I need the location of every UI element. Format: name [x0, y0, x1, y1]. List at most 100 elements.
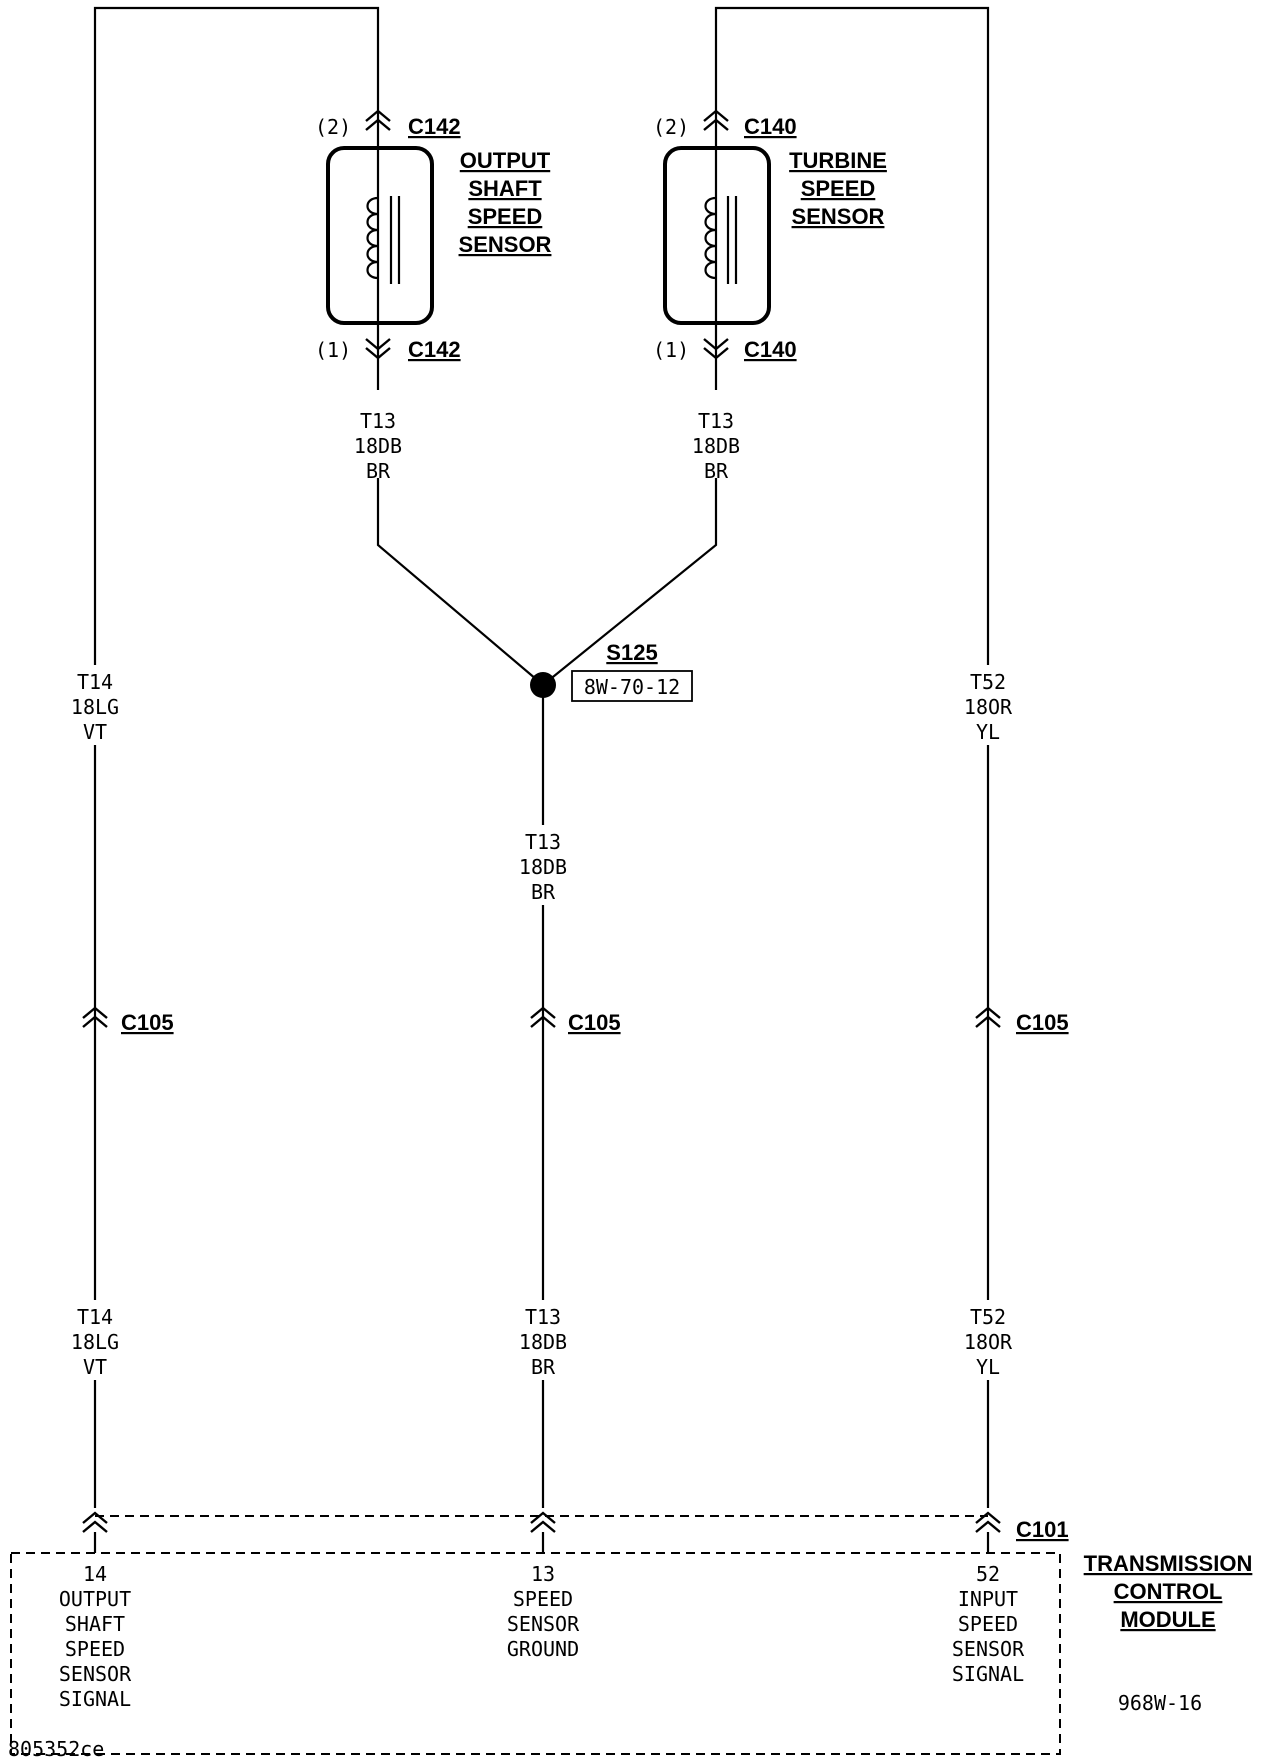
wire-label-line: T13 [360, 409, 396, 433]
image-code: 805352ce [8, 1737, 104, 1761]
wire-label-line: YL [976, 1355, 1000, 1379]
c105-left-label[interactable]: C105 [121, 1010, 174, 1035]
wire-label-t52-lower: T52 18OR YL [964, 1305, 1013, 1379]
splice-ref-label[interactable]: 8W-70-12 [584, 675, 680, 699]
wire-label-line: BR [704, 459, 729, 483]
wire-t14 [93, 6, 380, 1508]
module-name-line: MODULE [1120, 1607, 1215, 1632]
wire-label-line: 18OR [964, 1330, 1013, 1354]
wire-label-line: T52 [970, 670, 1006, 694]
c142-bottom-label[interactable]: C142 [408, 337, 461, 362]
wire-label-t14-upper: T14 18LG VT [71, 670, 119, 744]
module-name-line: TRANSMISSION [1084, 1551, 1253, 1576]
wire-label-line: 18OR [964, 695, 1013, 719]
sensor-name-line: SENSOR [459, 232, 552, 257]
wire-label-line: 18DB [692, 434, 740, 458]
wire-label-t13-turbine: T13 18DB BR [692, 409, 740, 483]
turbine-sensor-name: TURBINE SPEED SENSOR [789, 148, 887, 229]
wire-t52 [714, 6, 990, 1508]
coil-icon [366, 196, 379, 280]
wire-label-line: T14 [77, 670, 113, 694]
connector-c105-left-icon [82, 1006, 108, 1028]
tcm-name: TRANSMISSION CONTROL MODULE [1084, 1551, 1253, 1632]
wire-label-line: BR [531, 880, 556, 904]
c101-label[interactable]: C101 [1016, 1517, 1069, 1542]
wire-label-line: 18DB [519, 855, 567, 879]
wire-label-line: 18LG [71, 1330, 119, 1354]
wire-label-line: T13 [525, 1305, 561, 1329]
pin-desc-line: SPEED [513, 1587, 573, 1611]
sensor-name-line: SPEED [468, 204, 543, 229]
sensor-name-line: SPEED [801, 176, 876, 201]
tcm-pin-13: 13 SPEED SENSOR GROUND [507, 1562, 580, 1661]
splice-s125-label[interactable]: S125 [606, 640, 657, 665]
page-code: 968W-16 [1118, 1691, 1202, 1715]
pin-desc-line: SENSOR [952, 1637, 1025, 1661]
sensor-name-line: SHAFT [468, 176, 542, 201]
wire-label-line: T13 [525, 830, 561, 854]
c142-pin2-label: (2) [315, 115, 351, 139]
wire-label-line: BR [366, 459, 391, 483]
pin-number: 13 [531, 1562, 555, 1586]
wire-label-t13-lower: T13 18DB BR [519, 1305, 567, 1379]
connector-c101-pin13-icon [530, 1511, 556, 1533]
wire-label-line: T52 [970, 1305, 1006, 1329]
wire-label-t13-output: T13 18DB BR [354, 409, 402, 483]
wire-label-line: T13 [698, 409, 734, 433]
c142-top-label[interactable]: C142 [408, 114, 461, 139]
connector-c142-pin2-icon [365, 109, 391, 131]
wire-label-t13-middle: T13 18DB BR [519, 830, 567, 904]
c105-center-label[interactable]: C105 [568, 1010, 621, 1035]
module-name-line: CONTROL [1114, 1579, 1223, 1604]
connector-c142-pin1-icon [365, 338, 391, 360]
c105-right-label[interactable]: C105 [1016, 1010, 1069, 1035]
tcm-pin-52: 52 INPUT SPEED SENSOR SIGNAL [952, 1562, 1025, 1686]
splice-s125-dot [530, 672, 556, 698]
sensor-name-line: SENSOR [792, 204, 885, 229]
wire-label-line: 18LG [71, 695, 119, 719]
wire-label-line: T14 [77, 1305, 113, 1329]
c140-pin1-label: (1) [653, 338, 689, 362]
connector-c140-pin2-icon [703, 109, 729, 131]
c140-bottom-label[interactable]: C140 [744, 337, 797, 362]
tcm-pin-14: 14 OUTPUT SHAFT SPEED SENSOR SIGNAL [59, 1562, 132, 1711]
pin-desc-line: SHAFT [65, 1612, 125, 1636]
c140-top-label[interactable]: C140 [744, 114, 797, 139]
turbine-speed-sensor [663, 146, 771, 325]
connector-c140-pin1-icon [703, 338, 729, 360]
tcm-module-box [10, 1552, 1061, 1755]
pin-number: 14 [83, 1562, 107, 1586]
wire-label-line: 18DB [354, 434, 402, 458]
c140-pin2-label: (2) [653, 115, 689, 139]
pin-desc-line: SENSOR [59, 1662, 132, 1686]
sensor-name-line: TURBINE [789, 148, 887, 173]
pin-desc-line: SPEED [958, 1612, 1018, 1636]
pin-desc-line: OUTPUT [59, 1587, 131, 1611]
connector-c101-pin52-icon [975, 1511, 1001, 1533]
wire-label-t14-lower: T14 18LG VT [71, 1305, 119, 1379]
wire-label-line: VT [83, 720, 107, 744]
pin-desc-line: SENSOR [507, 1612, 580, 1636]
pin-desc-line: SIGNAL [952, 1662, 1024, 1686]
wire-t13-turbine-lower [542, 478, 718, 686]
output-shaft-sensor-name: OUTPUT SHAFT SPEED SENSOR [459, 148, 552, 257]
pin-desc-line: SIGNAL [59, 1687, 131, 1711]
wire-label-t52-upper: T52 18OR YL [964, 670, 1013, 744]
wire-t13-output-lower [376, 478, 544, 686]
wire-label-line: YL [976, 720, 1000, 744]
coil-icon [704, 196, 717, 280]
sensor-name-line: OUTPUT [460, 148, 551, 173]
wire-label-line: VT [83, 1355, 107, 1379]
wire-label-line: BR [531, 1355, 556, 1379]
pin-desc-line: GROUND [507, 1637, 579, 1661]
c142-pin1-label: (1) [315, 338, 351, 362]
pin-desc-line: INPUT [958, 1587, 1018, 1611]
pin-number: 52 [976, 1562, 1000, 1586]
pin-desc-line: SPEED [65, 1637, 125, 1661]
splice-ref-box [571, 670, 693, 702]
connector-c101-pin14-icon [82, 1511, 108, 1533]
output-shaft-speed-sensor [326, 146, 434, 325]
connector-c105-center-icon [530, 1006, 556, 1028]
wire-label-line: 18DB [519, 1330, 567, 1354]
